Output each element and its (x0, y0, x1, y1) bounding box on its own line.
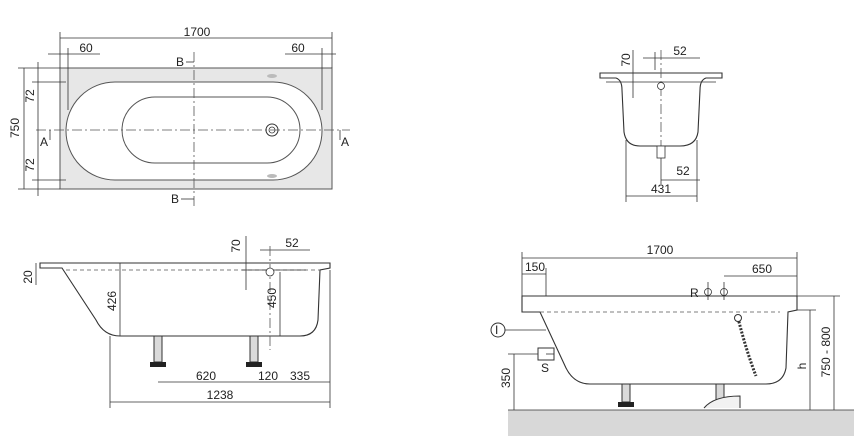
end-drain-label: 52 (676, 164, 690, 178)
handle-bottom (267, 174, 277, 178)
siphon (703, 395, 741, 409)
install-marker-i: I (495, 323, 498, 337)
install-outline (521, 295, 798, 385)
install-right-offset-label: 650 (752, 262, 772, 276)
side-base-length-label: 1238 (207, 388, 234, 402)
side-offset-label: 70 (229, 239, 243, 253)
end-base-width-label: 431 (651, 182, 671, 196)
side-leg-spacing-label: 620 (196, 369, 216, 383)
drain-outlet (656, 145, 666, 159)
top-offset-right-label: 60 (291, 41, 305, 55)
side-leg-offset-label: 120 (258, 369, 278, 383)
top-length-label: 1700 (184, 25, 211, 39)
section-a-left: A (40, 135, 48, 149)
side-depth-label: 426 (105, 291, 119, 311)
install-leg-left (621, 383, 631, 403)
overflow-pipe (736, 317, 758, 377)
install-left-offset-label: 150 (525, 260, 545, 274)
installation-view: 1700 150 650 R I S 350 h (490, 243, 854, 436)
side-overflow-symbol (265, 267, 275, 277)
top-edge-bottom-label: 72 (23, 158, 37, 172)
end-depth-label: 70 (619, 53, 633, 67)
install-label-r: R (690, 286, 699, 300)
top-offset-left-label: 60 (79, 41, 93, 55)
section-a-right: A (341, 135, 349, 149)
side-end-offset-label: 335 (290, 369, 310, 383)
install-floor-height-label: 350 (499, 368, 513, 388)
top-view: 1700 60 60 750 72 72 B B A A (8, 25, 350, 208)
side-rim-label: 20 (21, 270, 35, 284)
leg-left (153, 335, 163, 363)
overflow-symbol (657, 82, 665, 90)
top-edge-top-label: 72 (23, 89, 37, 103)
handle-top (267, 74, 277, 78)
leg-right (249, 335, 259, 363)
end-overflow-label: 52 (673, 44, 687, 58)
side-view: 20 426 70 52 450 620 120 335 1238 (21, 236, 331, 408)
top-width-label: 750 (8, 118, 22, 138)
side-overflow-label: 52 (285, 236, 299, 250)
install-length-label: 1700 (647, 243, 674, 257)
install-height-range-label: 750 - 800 (819, 326, 833, 377)
side-outline (39, 262, 331, 337)
end-section-view: 70 52 52 431 (599, 44, 723, 202)
install-h-label: h (795, 363, 809, 370)
overflow-fitting (734, 314, 742, 322)
side-height-label: 450 (265, 288, 279, 308)
install-label-s: S (541, 361, 549, 375)
floor (508, 410, 854, 436)
section-b-top: B (176, 55, 184, 69)
section-b-bottom: B (171, 192, 179, 206)
